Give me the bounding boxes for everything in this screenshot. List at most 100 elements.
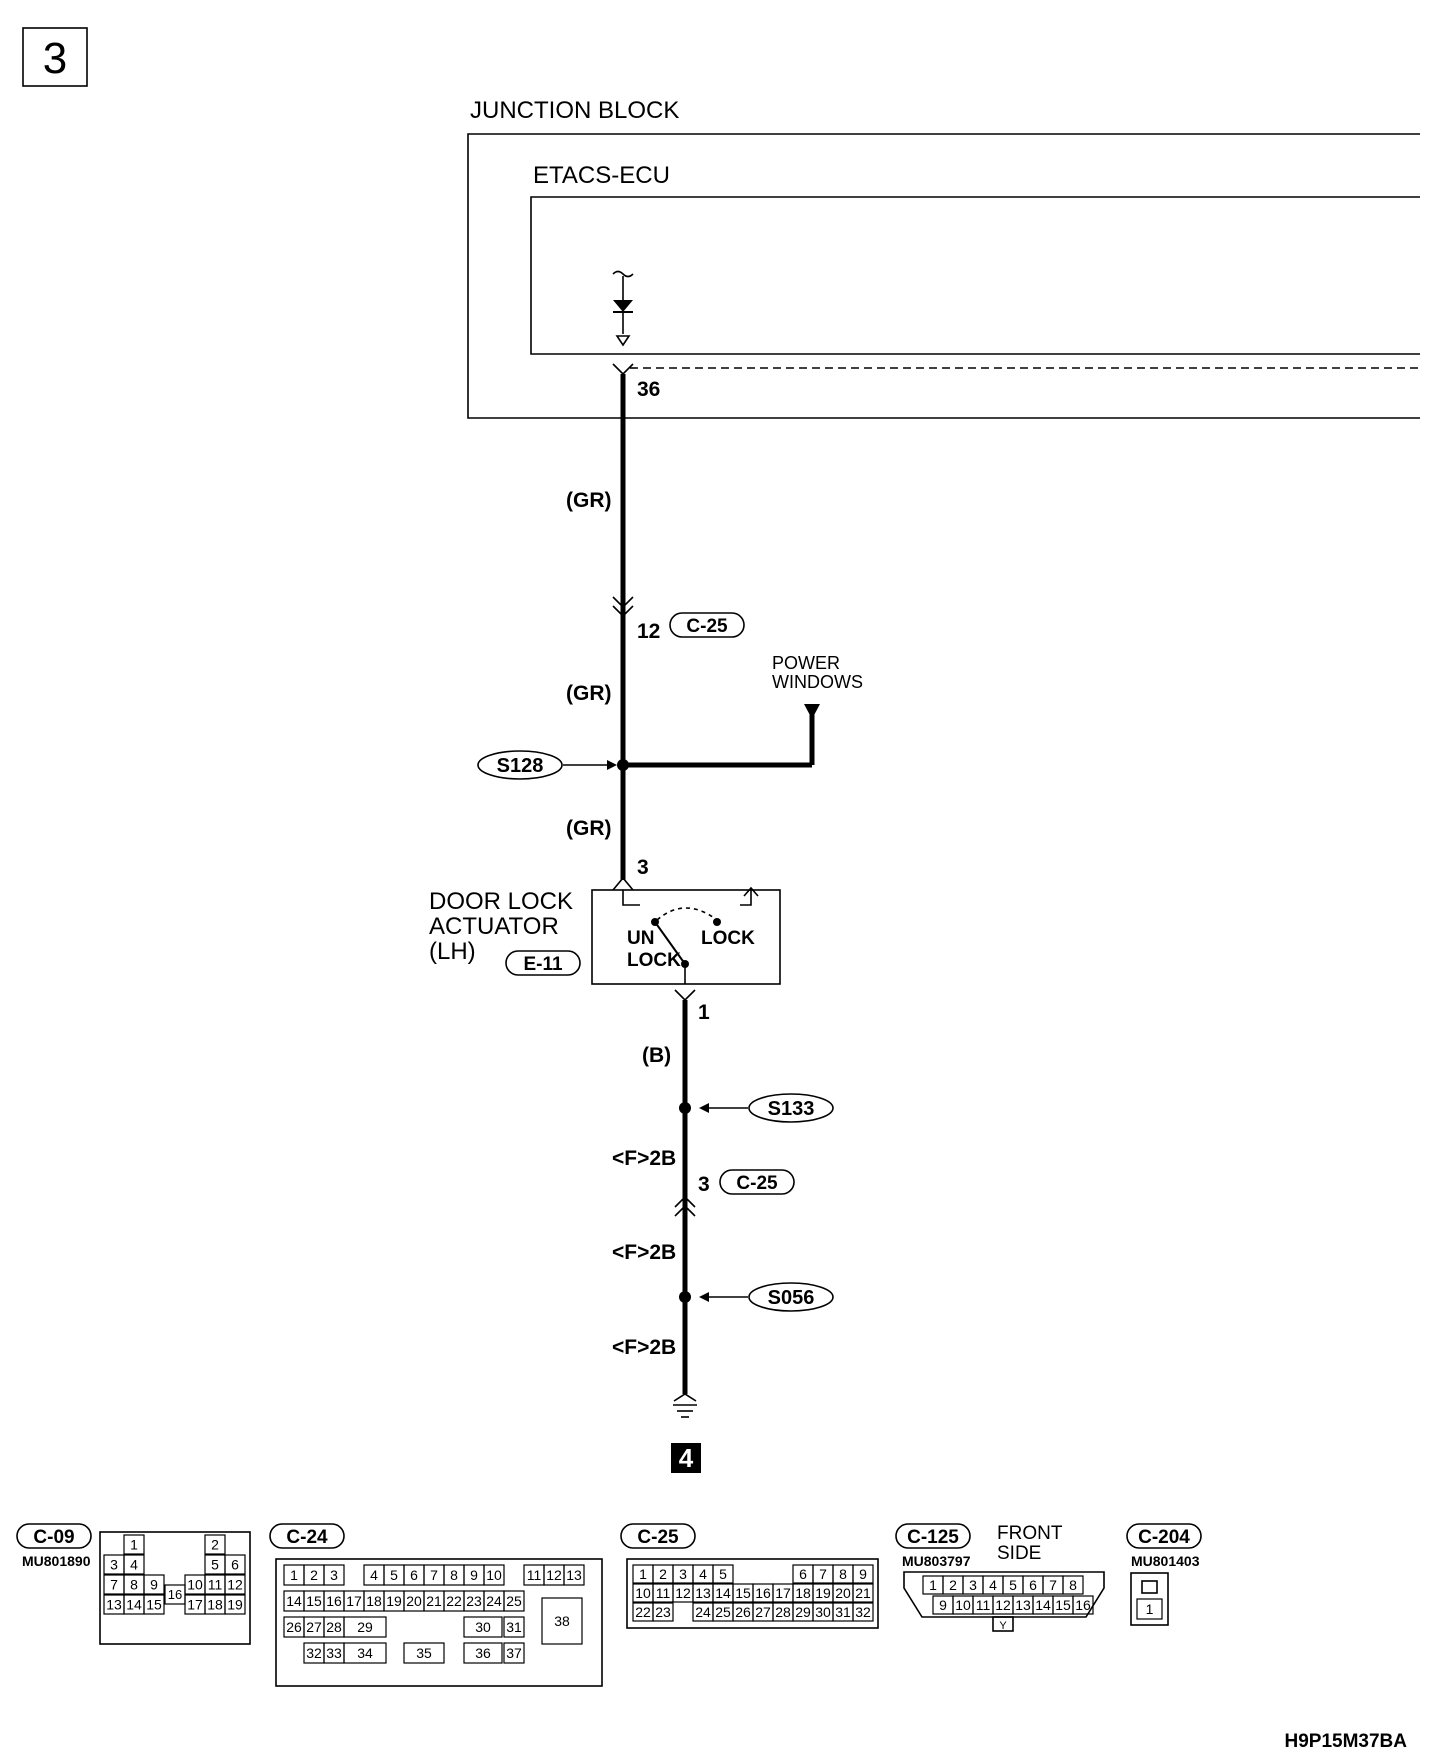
c24-pin-label: 27 <box>306 1619 322 1635</box>
splice-s133-label: S133 <box>768 1098 815 1120</box>
c25-pin-label: 20 <box>835 1585 851 1601</box>
c25-pin-label: 26 <box>735 1604 751 1620</box>
wire-label-b: (B) <box>642 1044 671 1067</box>
c25-pin-label: 29 <box>795 1604 811 1620</box>
c24-pin-label: 2 <box>310 1567 318 1583</box>
c24-pin-label: 21 <box>426 1593 442 1609</box>
splice-s056-label: S056 <box>768 1287 815 1309</box>
c24-pin-label: 12 <box>546 1567 562 1583</box>
junction-block-label: JUNCTION BLOCK <box>470 97 679 124</box>
c24-pin-label: 24 <box>486 1593 502 1609</box>
c25-pin-label: 12 <box>675 1585 691 1601</box>
c25-pin12-label: 12 <box>637 620 660 643</box>
c25-pin-label: 6 <box>799 1566 807 1582</box>
connector-c25-pin12: 12 C-25 <box>612 596 745 643</box>
c25-pin-box <box>852 1564 874 1584</box>
c25-pin-label: 7 <box>819 1566 827 1582</box>
splice-s128: POWER WINDOWS S128 <box>477 653 863 780</box>
junction-block: JUNCTION BLOCK ETACS-ECU <box>467 97 1420 419</box>
terminal-36-label: 36 <box>637 378 660 401</box>
ecu-diode-symbol <box>612 270 634 347</box>
actuator-pin-top: 3 <box>637 856 649 879</box>
c25-pin-label: 9 <box>859 1566 867 1582</box>
c24-pin-label: 11 <box>527 1567 542 1583</box>
c09-pin-box <box>123 1554 145 1575</box>
c25-upper-id: C-25 <box>686 616 728 637</box>
c25-pin-box <box>852 1602 874 1622</box>
c24-pin-box <box>463 1642 503 1664</box>
c09-pin-label: 7 <box>110 1577 118 1593</box>
c09-pin-label: 16 <box>168 1587 182 1602</box>
c204-part: MU801403 <box>1131 1553 1200 1569</box>
c125-pin-box <box>1072 1595 1094 1615</box>
connector-view-c204: C-204 MU801403 1 <box>1126 1523 1202 1626</box>
c09-pin-box <box>204 1534 226 1555</box>
c25-pin-label: 18 <box>795 1585 811 1601</box>
etacs-ecu-label: ETACS-ECU <box>533 162 670 189</box>
c125-part: MU803797 <box>902 1553 971 1569</box>
c25-view-id: C-25 <box>637 1527 679 1548</box>
c204-id: C-204 <box>1138 1527 1190 1548</box>
c125-pin-box <box>1062 1575 1084 1595</box>
c125-pin-label: 3 <box>969 1577 977 1593</box>
c125-id: C-125 <box>907 1527 959 1548</box>
c125-pin-label: 16 <box>1075 1597 1091 1613</box>
c25-pin-label: 14 <box>715 1585 731 1601</box>
c09-pin-label: 12 <box>227 1577 243 1593</box>
c24-pin-label: 19 <box>386 1593 402 1609</box>
actuator-line3: (LH) <box>429 938 476 965</box>
c09-pin-label: 13 <box>106 1597 122 1613</box>
c25-pin-label: 10 <box>635 1585 651 1601</box>
c25-pin-label: 28 <box>775 1604 791 1620</box>
c24-pin-box <box>563 1564 585 1586</box>
c24-pin-label: 31 <box>506 1619 522 1635</box>
c125-pin-label: 14 <box>1035 1597 1051 1613</box>
c24-pin-label: 13 <box>566 1567 582 1583</box>
c09-pin-label: 8 <box>130 1577 138 1593</box>
c125-pin-label: 6 <box>1029 1577 1037 1593</box>
c25-pin-label: 23 <box>655 1604 671 1620</box>
c09-pin-label: 1 <box>130 1537 138 1553</box>
c24-pin-box <box>323 1564 345 1586</box>
c24-pin-label: 5 <box>390 1567 398 1583</box>
terminal-36: 36 <box>612 363 660 401</box>
c25-pin-label: 16 <box>755 1585 771 1601</box>
c09-pin-label: 4 <box>130 1557 138 1573</box>
c24-pin-label: 16 <box>326 1593 342 1609</box>
c24-pin-label: 15 <box>306 1593 322 1609</box>
c25-pin-label: 2 <box>659 1566 667 1582</box>
splice-s128-label: S128 <box>497 755 544 777</box>
c24-pin-box <box>463 1616 503 1638</box>
c24-pin-label: 8 <box>450 1567 458 1583</box>
c24-pin-box <box>343 1616 387 1638</box>
c24-pin-label: 9 <box>470 1567 478 1583</box>
next-page-marker: 4 <box>671 1443 701 1473</box>
c24-pin-label: 32 <box>306 1645 322 1661</box>
c204-pin-box <box>1136 1598 1163 1620</box>
c125-pin-label: 12 <box>995 1597 1011 1613</box>
c09-pin-label: 5 <box>211 1557 219 1573</box>
wire-label-f-3: <F>2B <box>612 1336 676 1359</box>
c24-pin-label: 14 <box>286 1593 302 1609</box>
c24-pin-label: 36 <box>475 1645 491 1661</box>
c24-pin-label: 3 <box>330 1567 338 1583</box>
c09-pin-box <box>224 1554 246 1575</box>
c25-lower-id: C-25 <box>736 1173 778 1194</box>
actuator-unlock-line1: UN <box>627 928 654 949</box>
c25-pin-label: 24 <box>695 1604 711 1620</box>
c204-pin-label: 1 <box>1146 1601 1154 1617</box>
page-number: 3 <box>43 34 67 83</box>
ground-symbol <box>673 1393 697 1418</box>
c24-pin-label: 38 <box>554 1613 570 1629</box>
door-lock-actuator: DOOR LOCK ACTUATOR (LH) E-11 3 UN LOCK L… <box>429 856 781 1024</box>
c09-pin-label: 10 <box>187 1577 203 1593</box>
power-windows-line2: WINDOWS <box>772 672 863 692</box>
c24-pin-label: 26 <box>286 1619 302 1635</box>
actuator-line2: ACTUATOR <box>429 913 559 940</box>
c25-pin-label: 4 <box>699 1566 707 1582</box>
c24-pin-box <box>483 1564 505 1586</box>
